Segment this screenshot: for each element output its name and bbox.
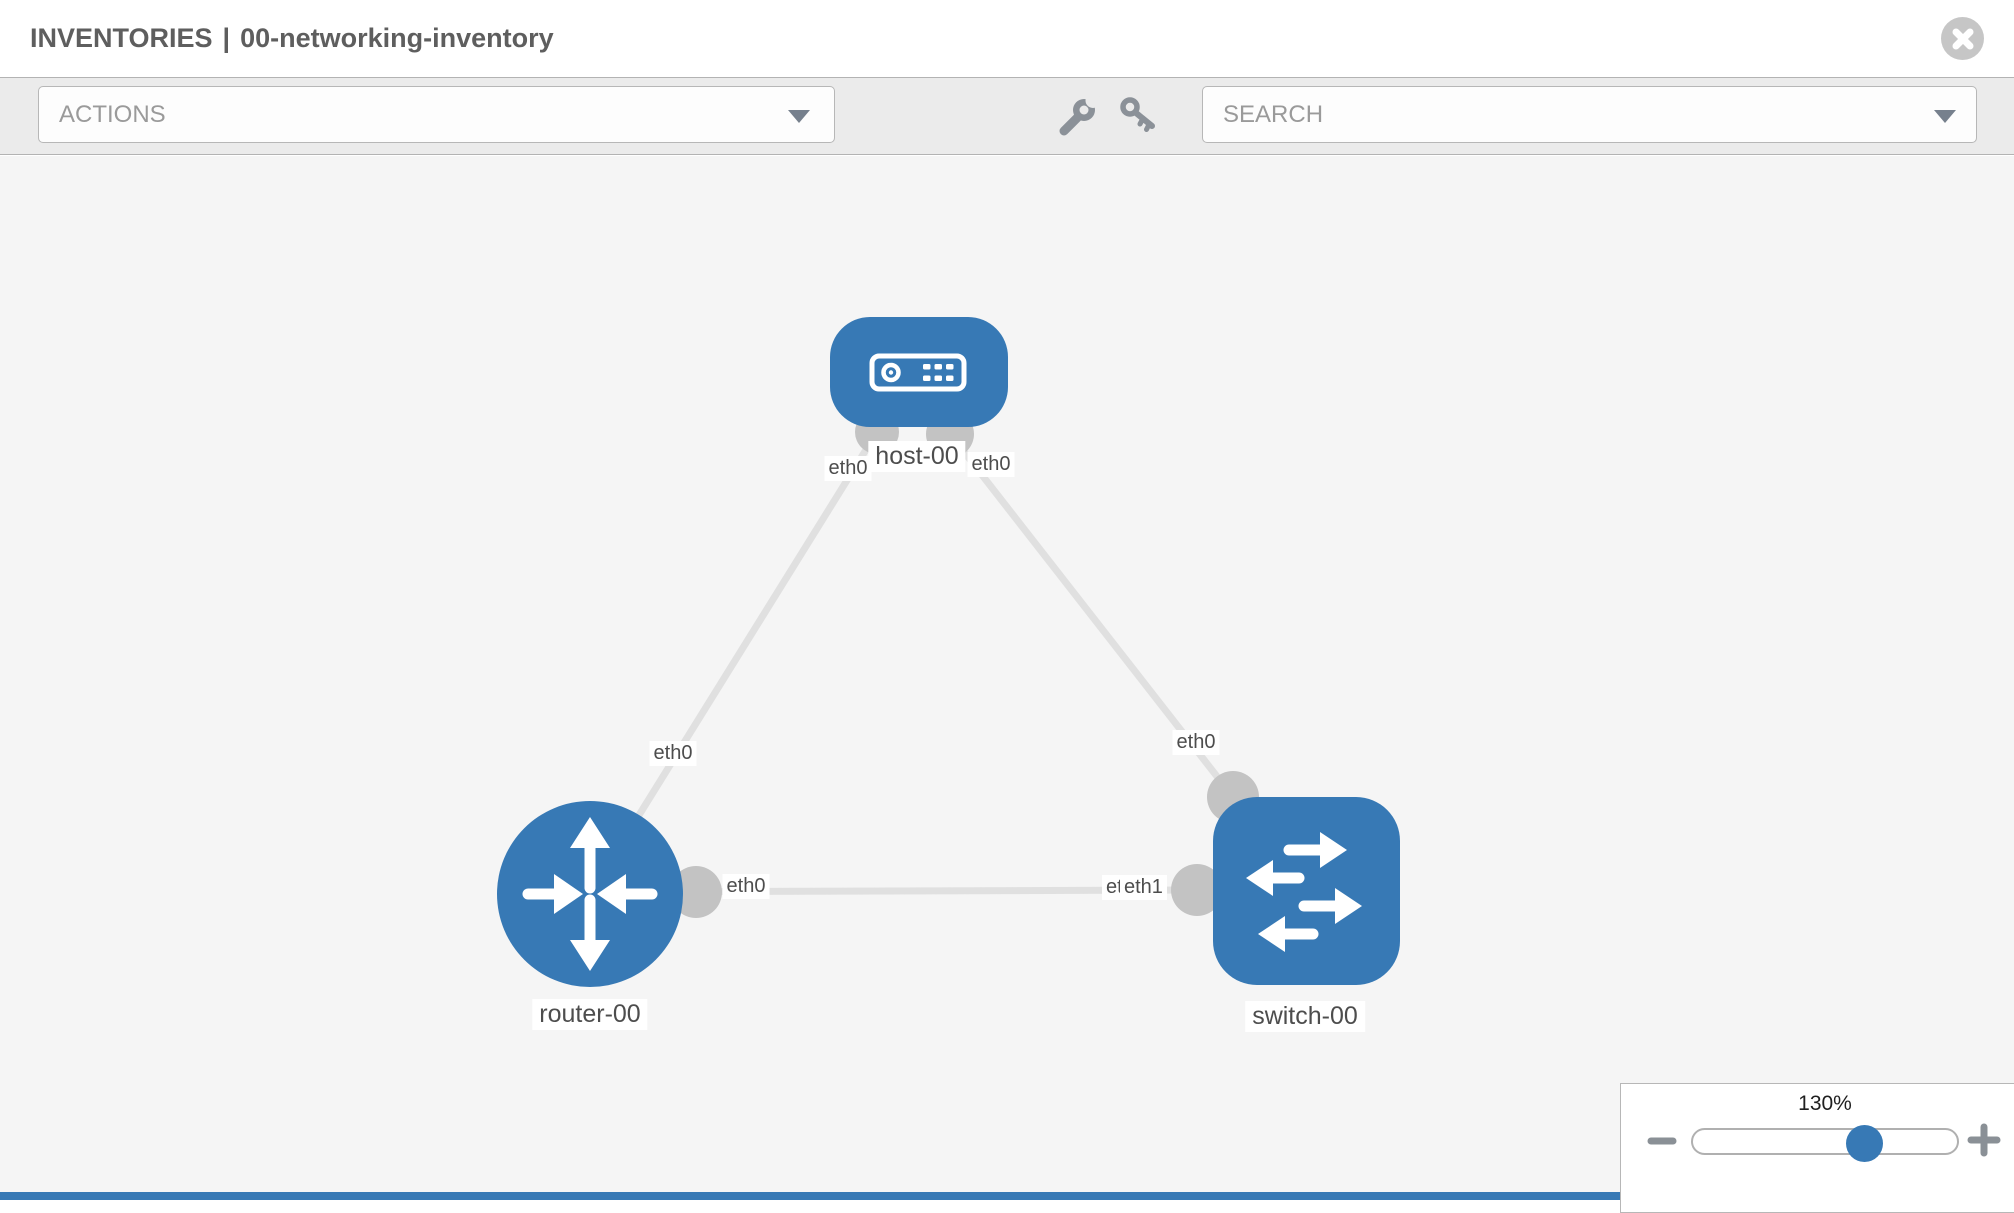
search-dropdown-label: SEARCH [1223, 100, 1324, 128]
zoom-level-value: 130% [1798, 1092, 1852, 1115]
search-dropdown[interactable]: SEARCH [1202, 86, 1977, 143]
configure-button[interactable] [1054, 90, 1100, 142]
close-button[interactable] [1941, 17, 1984, 60]
connector-router-eth0 [670, 866, 722, 918]
connector-switch-eth1 [1171, 864, 1223, 916]
close-icon [1952, 28, 1973, 49]
host-icon [869, 353, 967, 392]
node-label-router: router-00 [532, 999, 648, 1030]
zoom-out-button[interactable] [1647, 1126, 1677, 1161]
zoom-in-button[interactable] [1967, 1123, 2001, 1162]
zoom-slider-thumb[interactable] [1846, 1125, 1883, 1162]
header: INVENTORIES | 00-networking-inventory [0, 0, 2014, 77]
page-title: INVENTORIES | 00-networking-inventory [30, 23, 554, 54]
plus-icon [1967, 1123, 2001, 1157]
node-label-host: host-00 [868, 441, 966, 472]
zoom-slider-track[interactable] [1691, 1128, 1959, 1155]
chevron-down-icon [788, 110, 810, 123]
breadcrumb-separator: | [222, 23, 231, 53]
node-host-00[interactable] [830, 317, 1008, 427]
interface-label-router-eth0-up: eth0 [649, 741, 697, 766]
node-router-00[interactable] [497, 801, 683, 987]
credentials-button[interactable] [1116, 90, 1162, 142]
bottom-panel-edge [0, 1192, 2014, 1200]
router-icon [522, 817, 658, 971]
key-icon [1120, 97, 1155, 132]
interface-label-host-eth0-right: eth0 [967, 452, 1015, 477]
interface-label-router-eth0: eth0 [722, 874, 770, 899]
minus-icon [1647, 1137, 1677, 1145]
node-switch-00[interactable] [1213, 797, 1400, 985]
zoom-panel: 130% [1620, 1083, 2014, 1213]
interface-label-switch-eth1: eth1 [1120, 875, 1167, 900]
actions-dropdown-label: ACTIONS [59, 100, 166, 128]
node-label-switch: switch-00 [1245, 1001, 1365, 1032]
switch-icon [1246, 832, 1362, 952]
interface-label-host-eth0-left: eth0 [824, 456, 872, 481]
chevron-down-icon [1934, 110, 1956, 123]
topology-canvas[interactable]: host-00 router-00 switch-00 eth0 eth0 et… [0, 156, 2014, 1200]
topology-graph [587, 410, 1259, 918]
inventory-name: 00-networking-inventory [240, 23, 554, 53]
breadcrumb-section: INVENTORIES [30, 23, 213, 53]
wrench-icon [1059, 93, 1100, 136]
interface-label-switch-eth0: eth0 [1172, 730, 1220, 755]
toolbar: ACTIONS SEARCH [0, 77, 2014, 155]
actions-dropdown[interactable]: ACTIONS [38, 86, 835, 143]
